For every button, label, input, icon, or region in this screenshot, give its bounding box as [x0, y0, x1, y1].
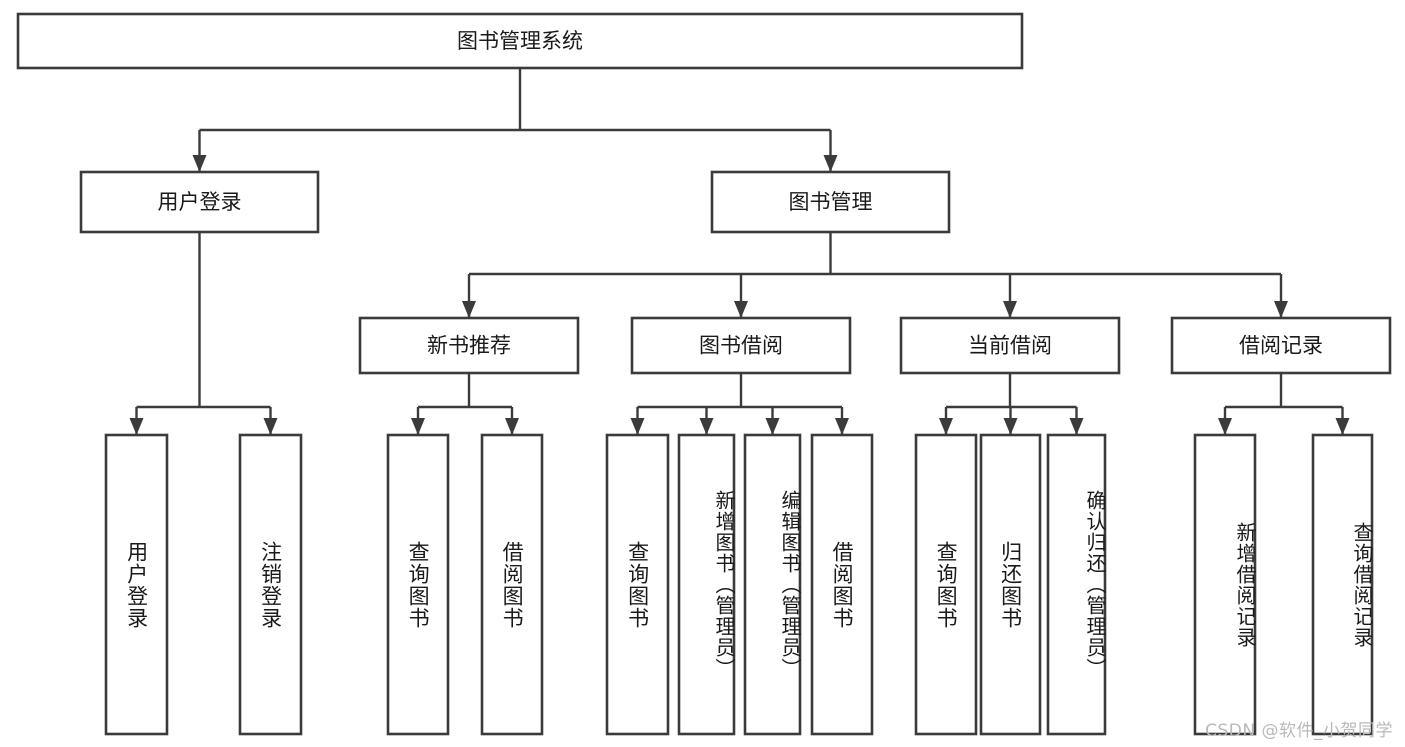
node-label-root: 图书管理系统 — [457, 29, 583, 53]
connectors-layer — [129, 68, 1350, 435]
arrow-head-icon — [192, 155, 207, 172]
node-box-leaf-query-book-recommend[interactable] — [386, 433, 450, 736]
arrow-head-icon — [1335, 418, 1350, 435]
node-box-leaf-user-login[interactable] — [104, 433, 169, 736]
node-box-leaf-return-book[interactable] — [979, 433, 1042, 736]
arrow-head-icon — [1069, 418, 1084, 435]
node-box-leaf-add-book-admin[interactable] — [677, 433, 736, 736]
node-label-book-borrow: 图书借阅 — [699, 334, 783, 358]
node-label-user-login: 用户登录 — [158, 190, 242, 214]
arrow-head-icon — [129, 418, 144, 435]
node-box-leaf-edit-book-admin[interactable] — [743, 433, 802, 736]
arrow-head-icon — [699, 418, 714, 435]
arrow-head-icon — [630, 418, 645, 435]
node-box-leaf-borrow-book[interactable] — [810, 433, 874, 736]
arrow-head-icon — [411, 418, 425, 435]
arrow-head-icon — [263, 418, 278, 435]
node-box-user-login[interactable] — [79, 170, 320, 234]
arrow-head-icon — [939, 418, 953, 435]
node-box-root[interactable] — [16, 12, 1024, 70]
node-box-leaf-query-book-current[interactable] — [914, 433, 978, 736]
arrow-head-icon — [1003, 418, 1018, 435]
node-box-leaf-add-borrow-record[interactable] — [1193, 433, 1257, 736]
node-box-leaf-query-borrow-record[interactable] — [1311, 433, 1374, 736]
node-boxes-layer — [16, 12, 1392, 736]
node-box-leaf-query-book-borrow[interactable] — [605, 433, 670, 736]
node-box-book-manage[interactable] — [710, 170, 951, 234]
node-label-borrow-record: 借阅记录 — [1239, 334, 1323, 358]
arrow-head-icon — [505, 418, 519, 435]
arrow-head-icon — [1218, 418, 1232, 435]
arrow-head-icon — [462, 301, 476, 318]
arrow-head-icon — [823, 155, 838, 172]
node-label-new-book-recommend: 新书推荐 — [427, 334, 511, 358]
node-box-new-book-recommend[interactable] — [358, 316, 580, 375]
node-box-borrow-record[interactable] — [1170, 316, 1392, 375]
node-box-leaf-confirm-return-admin[interactable] — [1046, 433, 1107, 736]
arrow-head-icon — [835, 418, 849, 435]
node-label-current-borrow: 当前借阅 — [968, 334, 1052, 358]
node-label-book-manage: 图书管理 — [789, 190, 873, 214]
node-box-book-borrow[interactable] — [630, 316, 852, 375]
arrow-head-icon — [765, 418, 780, 435]
arrow-head-icon — [1003, 301, 1017, 318]
node-box-leaf-borrow-book-recommend[interactable] — [480, 433, 544, 736]
watermark-text: CSDN @软件_小贺同学 — [1205, 721, 1393, 741]
arrow-head-icon — [1274, 301, 1288, 318]
node-box-leaf-logout-login[interactable] — [238, 433, 303, 736]
node-box-current-borrow[interactable] — [899, 316, 1121, 375]
arrow-head-icon — [734, 301, 748, 318]
